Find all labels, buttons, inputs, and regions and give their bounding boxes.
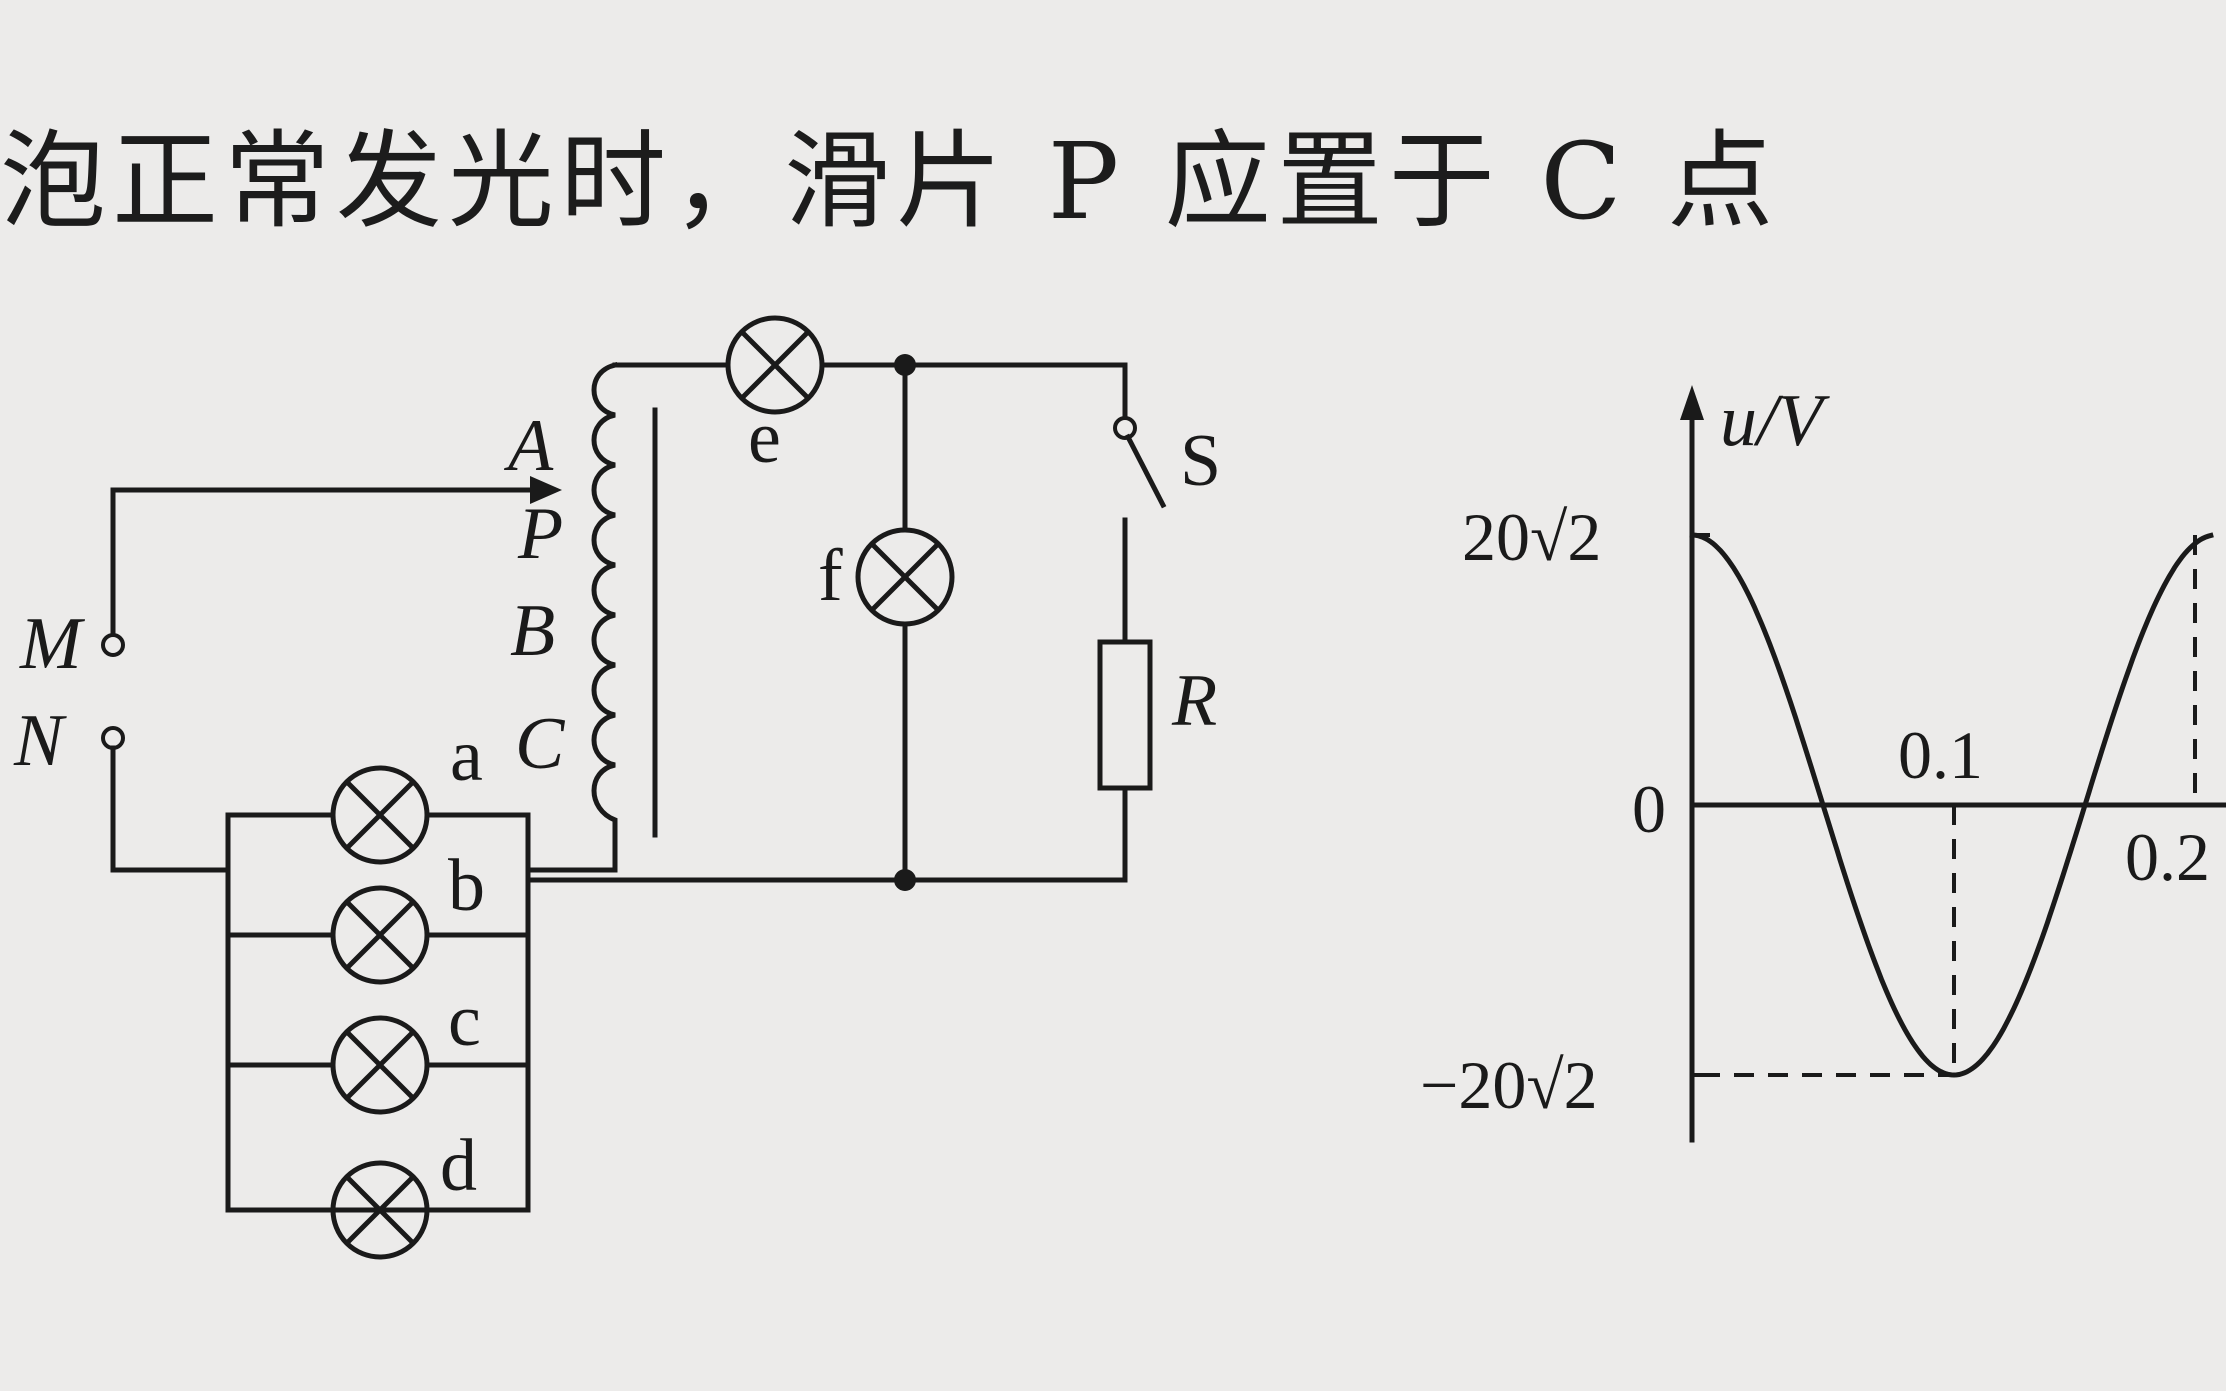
lamp-b-label: b (448, 845, 485, 927)
lamp-e-label: e (748, 397, 781, 479)
terminal-m (101, 633, 125, 657)
circuit-diagram: M N (13, 315, 1221, 1260)
lamp-f (855, 527, 955, 627)
lamp-a-label: a (450, 715, 483, 797)
tap-b-label: B (510, 590, 555, 672)
tap-a-label: A (503, 405, 554, 487)
tap-c-label: C (515, 703, 566, 785)
lamp-f-label: f (818, 535, 843, 617)
resistor-r-label: R (1171, 660, 1217, 742)
wire-m-to-slider (110, 487, 548, 643)
lamp-b (330, 885, 430, 985)
terminal-n (101, 726, 125, 750)
wire-n (110, 745, 231, 873)
tap-p-label: P (517, 493, 563, 575)
lamp-c (330, 1015, 430, 1115)
junction-bottom (894, 869, 916, 891)
y-max-label: 20√2 (1462, 499, 1601, 575)
lamp-d (330, 1160, 430, 1260)
x-tick-0-1: 0.1 (1898, 717, 1983, 793)
x-tick-0-2: 0.2 (2125, 819, 2210, 895)
slider-arrow (530, 476, 562, 504)
resistor-r (1097, 639, 1153, 791)
y-axis-label: u/V (1720, 380, 1831, 462)
lamp-a (330, 765, 430, 865)
caption-text: 泡正常发光时，滑片 P 应置于 C 点 (0, 120, 1780, 243)
terminal-m-label: M (19, 603, 86, 685)
terminal-n-label: N (13, 700, 67, 782)
voltage-curve (1689, 532, 2214, 1078)
lamp-d-label: d (440, 1125, 477, 1207)
y-min-label: −20√2 (1420, 1047, 1598, 1123)
zero-label: 0 (1632, 771, 1666, 847)
switch-pivot (1113, 416, 1137, 440)
switch-s-label: S (1180, 420, 1221, 502)
y-axis-arrow (1680, 385, 1704, 420)
lamp-c-label: c (448, 980, 481, 1062)
transformer-coil (591, 362, 618, 873)
voltage-graph: u/V 0 20√2 −20√2 0.1 0.2 (1420, 380, 2226, 1143)
switch-s (1124, 433, 1167, 509)
